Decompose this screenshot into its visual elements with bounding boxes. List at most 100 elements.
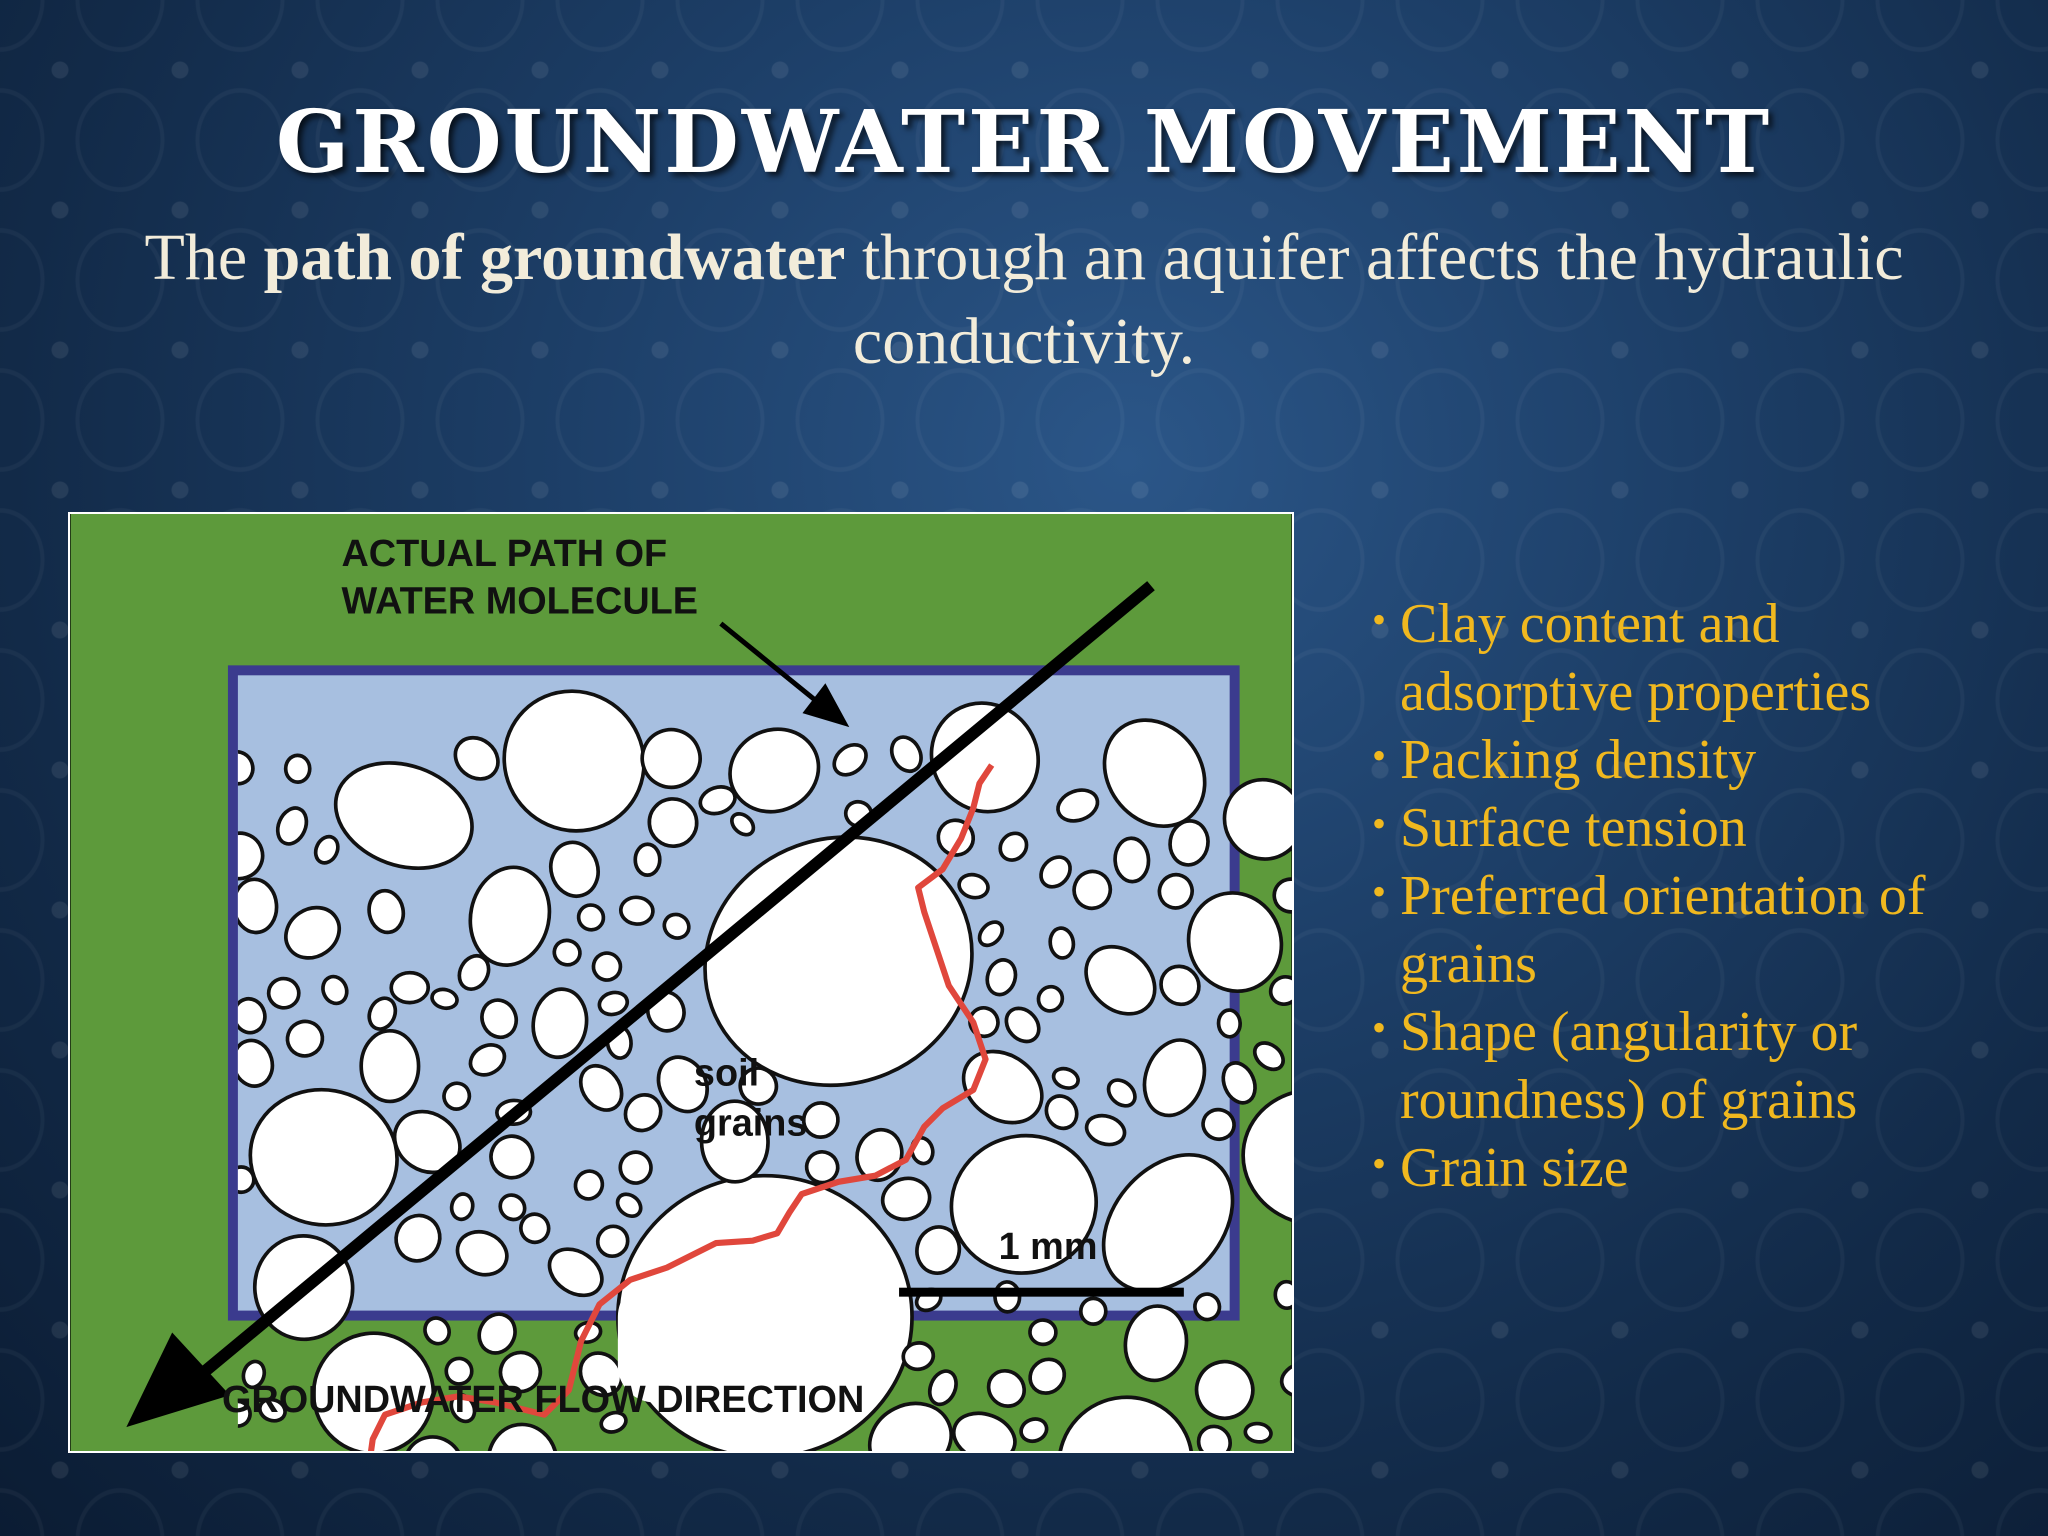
soil-grain [1084,1113,1127,1147]
soil-grain [237,831,265,881]
soil-grain [998,831,1029,862]
soil-grain [237,1165,256,1195]
soil-grain [285,1019,325,1058]
soil-grain [728,727,821,814]
flow-direction-arrow-line [178,581,1155,1395]
label-grains: grains [694,1102,808,1144]
factor-item: Shape (angularity or roundness) of grain… [1372,994,2012,1134]
soil-grain [359,1028,421,1104]
soil-grain [832,742,868,777]
slide-subtitle: The path of groundwater through an aquif… [120,216,1928,384]
soil-grain [804,1150,840,1185]
soil-grain [248,1087,399,1227]
soil-grain [237,749,255,786]
soil-grain [313,834,340,865]
soil-grain [394,1213,442,1263]
soil-grain [457,953,491,991]
soil-grain [1123,1304,1189,1311]
scale-bar [899,1287,1184,1297]
soil-grain [498,1193,527,1222]
soil-grain [985,958,1018,997]
soil-grain [591,951,623,982]
soil-grain [519,1212,551,1245]
soil-grain [547,1247,604,1298]
subtitle-bold: path of groundwater [263,221,846,294]
soil-grain [929,701,1041,814]
soil-grain [1036,984,1065,1013]
soil-grains [237,689,1292,1444]
subtitle-post: through an aquifer affects the hydraulic… [845,221,1904,378]
label-flow-direction: GROUNDWATER FLOW DIRECTION [222,1379,864,1421]
soil-grain [573,1169,605,1201]
soil-grain [1051,1066,1080,1090]
soil-grain [1056,788,1100,823]
soil-grain [640,727,702,790]
soil-grain [367,996,398,1031]
soil-grain [1142,1038,1207,1118]
soil-grain [1084,944,1157,1016]
soil-grain [647,797,699,849]
soil-grain [1044,1094,1079,1131]
soil-grain [880,1176,932,1222]
soil-grain [1159,964,1201,1007]
soil-grain [1193,1292,1222,1311]
soil-grain [1078,1296,1108,1311]
soil-grain [449,1192,475,1222]
soil-grain [949,1133,1099,1275]
soil-grain [275,806,309,846]
groundwater-path-diagram: ACTUAL PATH OF WATER MOLECULE soil grain… [68,512,1294,1453]
soil-grain [633,842,662,877]
soil-grain [389,970,431,1005]
soil-grain [489,1134,535,1180]
soil-grain [468,1043,507,1077]
soil-grain [1048,926,1076,960]
soil-grain [531,987,589,1060]
soil-grain [1101,1152,1230,1293]
soil-grain [993,1280,1022,1311]
soil-grain [453,735,500,781]
scale-bar-label: 1 mm [999,1226,1098,1268]
factor-item: Packing density [1372,722,2012,794]
soil-grain [618,1150,653,1185]
soil-grain [618,895,655,926]
path-pointer-line [719,621,828,712]
soil-grain [889,735,923,774]
soil-grain [1029,1319,1057,1346]
soil-grain [237,1038,275,1088]
soil-grain [730,812,756,837]
soil-grain [616,1173,914,1311]
soil-grain [1186,891,1230,993]
soil-grain [1004,1006,1041,1044]
soil-grain [1221,1061,1230,1105]
soil-grain [576,903,606,932]
soil-grain [237,996,267,1035]
factor-item: Grain size [1372,1130,2012,1202]
soil-grain [442,1081,472,1111]
soil-grain [1072,869,1113,911]
soil-grain [333,761,474,871]
factor-item: Surface tension [1372,790,2012,862]
soil-grain [548,840,600,898]
soil-grain [502,689,646,833]
soil-grain [623,1093,663,1133]
soil-grain [977,920,1005,948]
soil-grain [1275,1281,1292,1309]
soil-grain [915,1225,962,1275]
soil-grain [1113,836,1151,884]
soil-grain [699,1099,770,1184]
diagram-svg: ACTUAL PATH OF WATER MOLECULE soil grain… [70,514,1292,1451]
soil-grain [480,998,519,1040]
soil-grain [1201,1107,1230,1142]
soil-grain [1168,819,1210,867]
soil-grain [957,872,990,900]
factor-item: Preferred orientation of grains [1372,858,2012,998]
soil-grain [284,905,342,960]
soil-grain [1244,1422,1272,1444]
path-pointer-head [802,683,850,728]
subtitle-pre: The [144,221,264,294]
soil-grain [1216,1008,1230,1039]
soil-grain [595,1224,630,1259]
soil-grain [468,865,552,967]
soil-grain [1039,855,1072,889]
factor-item: Clay content and adsorptive properties [1372,586,2012,726]
